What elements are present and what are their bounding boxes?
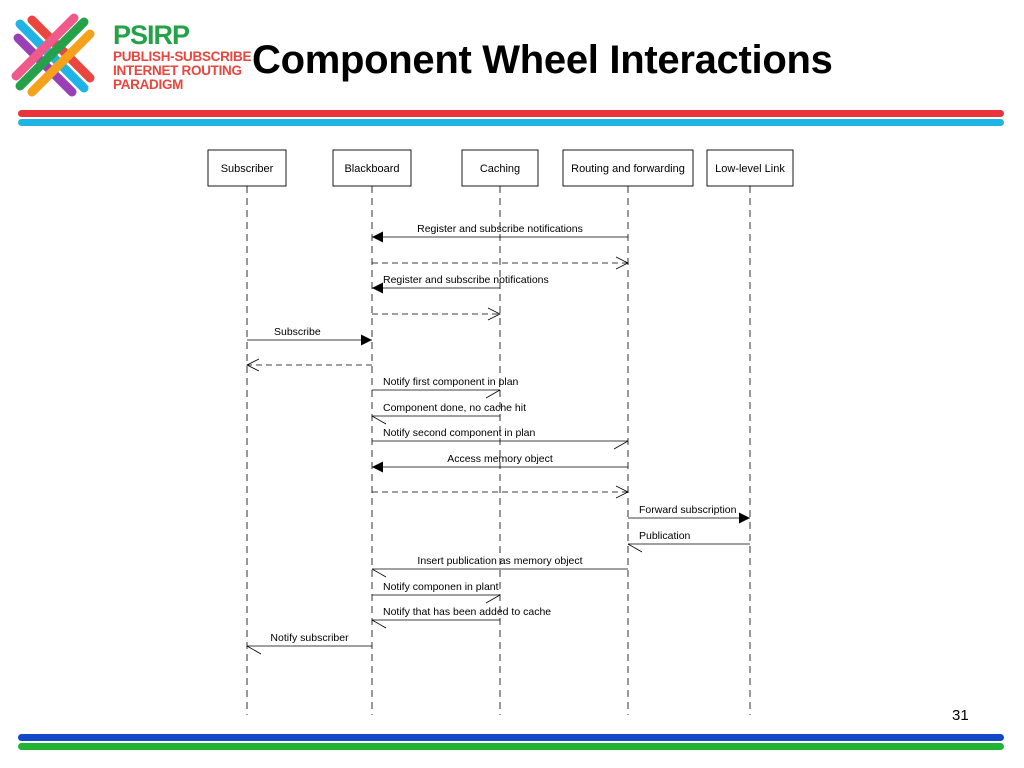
message-insert-publication-as-memory-object: Insert publication as memory object [371, 555, 628, 578]
message-notify-that-has-been-added-to-cache: Notify that has been added to cache [371, 606, 551, 629]
message-component-done-no-cache-hit: Component done, no cache hit [371, 402, 526, 425]
participant-label: Caching [480, 163, 520, 175]
half-arrowhead [246, 645, 262, 655]
message-register-and-subscribe-notifications: Register and subscribe notifications [372, 274, 549, 294]
half-arrowhead [627, 543, 643, 553]
message-publication: Publication [627, 530, 750, 553]
participant-box [461, 149, 539, 187]
filled-arrowhead [361, 334, 372, 346]
return-message [246, 358, 372, 372]
open-arrowhead [487, 307, 501, 321]
logo-mark [11, 13, 95, 97]
open-arrowhead [615, 485, 629, 499]
half-arrowhead [371, 415, 387, 425]
participant-caching: Caching [461, 149, 539, 715]
filled-arrowhead [739, 512, 750, 524]
message-label: Publication [639, 530, 691, 542]
message-label: Forward subscription [639, 504, 737, 516]
filled-arrowhead [372, 282, 383, 294]
half-arrowhead [371, 619, 387, 629]
footer-bar-blue [18, 734, 1004, 741]
message-label: Register and subscribe notifications [417, 223, 583, 235]
logo-tagline-line-2: INTERNET ROUTING [113, 63, 242, 78]
footer-bar-green [18, 743, 1004, 750]
slide-title: Component Wheel Interactions [252, 38, 833, 82]
participant-label: Low-level Link [715, 163, 785, 175]
message-forward-subscription: Forward subscription [628, 504, 750, 524]
message-label: Insert publication as memory object [417, 555, 582, 567]
header-bar-red [18, 110, 1004, 117]
message-notify-subscriber: Notify subscriber [246, 632, 372, 655]
participant-low-level-link: Low-level Link [706, 149, 794, 715]
return-message [372, 485, 629, 499]
logo-tagline-line-3: PARADIGM [113, 77, 184, 92]
message-label: Subscribe [274, 326, 321, 338]
message-notify-first-component-in-plan: Notify first component in plan [372, 376, 519, 399]
logo-tagline-line-1: PUBLISH-SUBSCRIBE [113, 49, 252, 64]
participant-subscriber: Subscriber [207, 149, 287, 715]
half-arrowhead [485, 389, 501, 399]
message-access-memory-object: Access memory object [372, 453, 628, 473]
filled-arrowhead [372, 461, 383, 473]
header-bar-blue [18, 119, 1004, 126]
message-label: Notify subscriber [270, 632, 349, 644]
message-label: Notify componen in plant [383, 581, 499, 593]
participant-label: Routing and forwarding [571, 163, 685, 175]
participant-box [706, 149, 794, 187]
message-notify-componen-in-plant: Notify componen in plant [372, 581, 501, 604]
message-notify-second-component-in-plan: Notify second component in plan [372, 427, 629, 450]
open-arrowhead [615, 256, 629, 270]
page-number: 31 [952, 707, 969, 724]
participant-label: Blackboard [344, 163, 399, 175]
message-label: Notify second component in plan [383, 427, 536, 439]
message-label: Notify that has been added to cache [383, 606, 551, 618]
participant-box [562, 149, 694, 187]
half-arrowhead [371, 568, 387, 578]
message-label: Notify first component in plan [383, 376, 519, 388]
psirp-logo [11, 13, 95, 97]
participant-blackboard: Blackboard [332, 149, 412, 715]
return-message [372, 256, 629, 270]
participant-label: Subscriber [221, 163, 274, 175]
participant-box [207, 149, 287, 187]
message-label: Component done, no cache hit [383, 402, 526, 414]
participant-box [332, 149, 412, 187]
half-arrowhead [613, 440, 629, 450]
logo-brand-text: PSIRP [113, 20, 190, 50]
filled-arrowhead [372, 231, 383, 243]
message-label: Access memory object [447, 453, 553, 465]
participant-routing-and-forwarding: Routing and forwarding [562, 149, 694, 715]
message-register-and-subscribe-notifications: Register and subscribe notifications [372, 223, 628, 243]
message-label: Register and subscribe notifications [383, 274, 549, 286]
half-arrowhead [485, 594, 501, 604]
open-arrowhead [246, 358, 260, 372]
message-subscribe: Subscribe [247, 326, 372, 346]
return-message [372, 307, 501, 321]
